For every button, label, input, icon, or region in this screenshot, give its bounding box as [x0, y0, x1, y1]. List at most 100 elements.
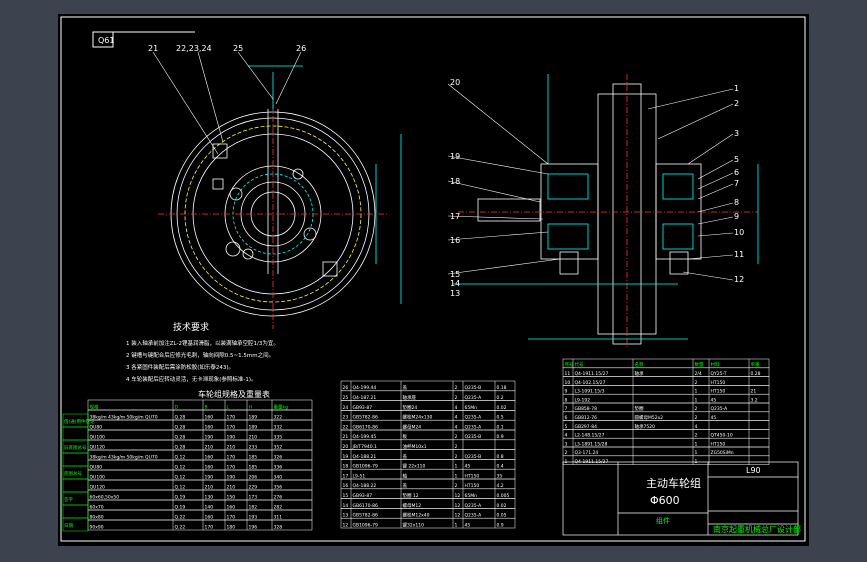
parts-right-cell: Q3-171.24	[575, 450, 599, 456]
parts-mid-cell: 14	[343, 503, 349, 509]
drawing-number: L90	[746, 466, 761, 475]
parts-mid-cell: GB5782-86	[353, 513, 379, 519]
svg-text:3 各紧固件装配后需涂防松胶(如乐泰243)。: 3 各紧固件装配后需涂防松胶(如乐泰243)。	[126, 363, 234, 371]
parts-right-cell: 2	[695, 406, 698, 412]
wheel-table-cell: D	[175, 404, 179, 410]
wheel-table-cell: H	[249, 404, 252, 410]
parts-mid-cell: L9-51	[353, 473, 366, 479]
parts-right-cell: 9	[565, 389, 568, 395]
wheel-table-cell: 322	[274, 414, 283, 420]
company-name: 南京起重机械总厂设计部	[713, 524, 801, 534]
parts-right-cell: 45	[711, 397, 717, 403]
parts-right-cell: 2/4	[695, 371, 702, 377]
wheel-table-cell: 196	[249, 524, 258, 530]
parts-right-cell: 圆螺母M52x2	[635, 414, 664, 421]
wheel-table-title: 车轮组规格及重量表	[198, 389, 270, 399]
parts-mid-cell: 13	[343, 513, 349, 519]
svg-text:15: 15	[450, 270, 460, 279]
svg-text:10: 10	[734, 228, 744, 237]
parts-mid-cell: 0.8	[497, 454, 504, 460]
drawing-frame	[60, 16, 806, 542]
parts-mid-cell: Q4-199.45	[353, 434, 377, 440]
wheel-table-cell: 190	[227, 434, 236, 440]
parts-mid-cell: 4	[455, 415, 458, 421]
wheel-table-cell: Q.28	[175, 444, 186, 450]
parts-mid-cell: 螺母M12	[403, 502, 422, 509]
svg-text:16: 16	[450, 236, 460, 245]
parts-mid-cell: GB1096-79	[353, 522, 379, 528]
parts-mid-cell: 45	[465, 522, 471, 528]
parts-right-cell: ZG50SiMn	[711, 450, 734, 456]
assembly-tag: 组件	[656, 516, 670, 525]
parts-right-row	[562, 455, 770, 465]
parts-mid-cell: 2	[455, 385, 458, 391]
wheel-table-cell: 160	[205, 424, 214, 430]
wheel-table-cell: 190	[227, 474, 236, 480]
parts-mid-cell: 键32x110	[403, 521, 425, 528]
svg-text:2 键槽与键配合后应修光毛刺，轴向间隙0.5~1.5mm之: 2 键槽与键配合后应修光毛刺，轴向间隙0.5~1.5mm之间。	[126, 351, 274, 359]
wheel-table-cell: 160	[205, 454, 214, 460]
svg-text:13: 13	[450, 289, 460, 298]
parts-right-cell: 8	[565, 397, 568, 403]
label-22-23-24: 22,23,24	[176, 44, 212, 53]
parts-right-cell: 3.2	[751, 397, 758, 403]
wheel-table-cell: 170	[227, 464, 236, 470]
parts-mid-cell: Q235-B	[465, 434, 482, 440]
parts-mid-cell: 65Mn	[465, 405, 478, 411]
wheel-table-cell: 335	[274, 434, 283, 440]
parts-right-cell: 11	[565, 371, 571, 377]
title-block	[562, 461, 799, 536]
parts-mid-cell: 1	[455, 522, 458, 528]
parts-mid-row	[340, 517, 516, 529]
parts-mid-cell: 22	[343, 424, 349, 430]
wheel-table-cell: 190	[205, 474, 214, 480]
parts-mid-cell: 15	[343, 493, 349, 499]
parts-mid-cell: 16	[343, 483, 349, 489]
wheel-table-cell: Q.12	[175, 454, 186, 460]
label-26: 26	[296, 44, 306, 53]
wheel-table-cell: Q.28	[175, 424, 186, 430]
wheel-table-cell: 210	[205, 484, 214, 490]
parts-mid-cell: 12	[343, 522, 349, 528]
parts-mid-cell: Q4-188.22	[353, 483, 377, 489]
wheel-table-cell: 340	[274, 474, 283, 480]
parts-mid-cell: 键 22x110	[403, 463, 426, 470]
svg-text:3: 3	[734, 129, 739, 138]
wheel-table-cell: Q.12	[175, 474, 186, 480]
wheel-table-cell: 170	[227, 454, 236, 460]
parts-mid-cell: 0.2	[497, 395, 504, 401]
wheel-table-cell: 80x80	[90, 514, 104, 520]
parts-mid-cell: 0.05	[497, 513, 507, 519]
parts-right-cell: 1	[695, 441, 698, 447]
parts-mid-cell: 26	[343, 385, 349, 391]
parts-right-cell: GB858-78	[575, 406, 598, 412]
wheel-table-cell: 38kg/m 43kg/m 50kg/m QU70	[90, 454, 158, 460]
wheel-table-cell: L	[227, 404, 230, 410]
wheel-table-cell: 160	[205, 414, 214, 420]
wheel-table-cell: 328	[274, 524, 283, 530]
parts-right-cell: Q4-102.15/27	[575, 380, 606, 386]
parts-right-cell: 1	[695, 389, 698, 395]
parts-right-cell: Q235-A	[711, 406, 729, 412]
parts-mid-cell: Q235-B	[465, 454, 482, 460]
parts-right-cell: 10	[565, 380, 571, 386]
margin-label: 旧底图总号	[64, 444, 87, 451]
wheel-table-cell: 352	[274, 444, 283, 450]
drawing-sheet[interactable]: Q61 21 22,23,24 25 26	[58, 14, 809, 546]
wheel-table-cell: Q.22	[175, 524, 186, 530]
wheel-table-cell: 重量kg	[274, 403, 289, 410]
wheel-table-cell: 150	[227, 494, 236, 500]
svg-text:9: 9	[734, 212, 739, 221]
parts-mid-cell: 19	[343, 454, 349, 460]
wheel-table-cell: 193	[249, 514, 258, 520]
wheel-table-cell: 160	[205, 464, 214, 470]
parts-mid-row	[340, 468, 516, 480]
parts-mid-cell: 4	[455, 424, 458, 430]
parts-right-row	[562, 358, 770, 369]
parts-mid-cell: 21	[343, 434, 349, 440]
wheel-table-cell: Q.28	[175, 434, 186, 440]
margin-cell	[62, 452, 89, 467]
parts-right-cell: L3-1891.15/28	[575, 441, 608, 447]
